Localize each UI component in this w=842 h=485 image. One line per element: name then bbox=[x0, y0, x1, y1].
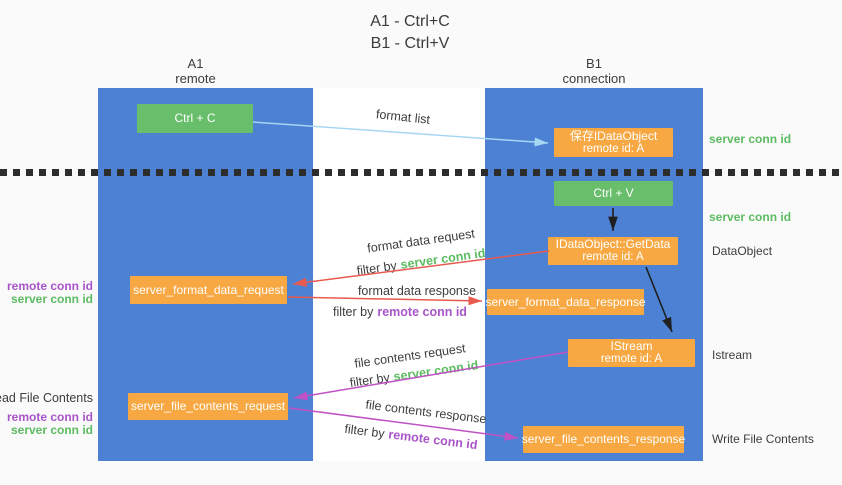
node-ctrl-v: Ctrl + V bbox=[554, 181, 673, 206]
node-save-idataobject-line1: 保存IDataObject bbox=[569, 128, 658, 143]
label-write-file-contents: Write File Contents bbox=[712, 432, 814, 446]
session-divider bbox=[0, 169, 842, 176]
node-idataobject-getdata: IDataObject::GetData remote id: A bbox=[548, 237, 678, 265]
header-a1-role: remote bbox=[175, 71, 216, 86]
node-format-request-label: server_format_data_request bbox=[133, 282, 284, 297]
node-getdata-line2: remote id: A bbox=[582, 251, 644, 263]
node-file-request-label: server_file_contents_request bbox=[130, 399, 286, 413]
node-istream-line2: remote id: A bbox=[600, 353, 663, 365]
node-getdata-line1: IDataObject::GetData bbox=[555, 237, 671, 251]
node-server-format-data-request: server_format_data_request bbox=[130, 276, 287, 304]
node-ctrl-v-label: Ctrl + V bbox=[593, 186, 634, 200]
node-ctrl-c: Ctrl + C bbox=[137, 104, 253, 133]
title-line-copy: A1 - Ctrl+C bbox=[370, 13, 450, 30]
node-save-idataobject-line2: remote id: A bbox=[582, 142, 645, 155]
header-b1-role: connection bbox=[562, 71, 626, 86]
filter-key-remote-conn-id: remote conn id bbox=[377, 305, 467, 319]
header-a1-remote: A1 remote bbox=[88, 56, 303, 86]
label-server-conn-id-paste: server conn id bbox=[709, 210, 792, 224]
node-server-file-contents-request: server_file_contents_request bbox=[128, 393, 288, 420]
node-istream: IStream remote id: A bbox=[568, 339, 695, 367]
header-b1-connection: B1 connection bbox=[485, 56, 703, 86]
label-format-data-response: format data response bbox=[357, 284, 477, 298]
label-remote-conn-id-file: remote conn id bbox=[6, 410, 93, 424]
label-server-conn-id-save: server conn id bbox=[709, 132, 792, 146]
filter-by-text: filter by bbox=[333, 305, 374, 319]
label-dataobject: DataObject bbox=[712, 244, 773, 258]
title-line-paste: B1 - Ctrl+V bbox=[370, 35, 450, 52]
node-file-response-label: server_file_contents_response bbox=[521, 432, 686, 446]
node-istream-line1: IStream bbox=[610, 339, 653, 353]
label-remote-conn-id-format: remote conn id bbox=[6, 279, 93, 293]
header-a1-id: A1 bbox=[187, 56, 204, 71]
node-server-format-data-response: server_format_data_response bbox=[485, 289, 646, 315]
label-server-conn-id-format: server conn id bbox=[10, 292, 93, 306]
node-save-idataobject: 保存IDataObject remote id: A bbox=[554, 128, 673, 157]
header-b1-id: B1 bbox=[586, 56, 602, 71]
label-server-conn-id-file: server conn id bbox=[10, 423, 93, 437]
label-istream: Istream bbox=[712, 348, 753, 362]
node-server-file-contents-response: server_file_contents_response bbox=[521, 426, 686, 453]
label-read-file-contents: Read File Contents bbox=[0, 391, 93, 405]
diagram-title: A1 - Ctrl+C B1 - Ctrl+V bbox=[0, 11, 820, 55]
node-format-response-label: server_format_data_response bbox=[485, 294, 646, 309]
node-ctrl-c-label: Ctrl + C bbox=[174, 111, 216, 125]
